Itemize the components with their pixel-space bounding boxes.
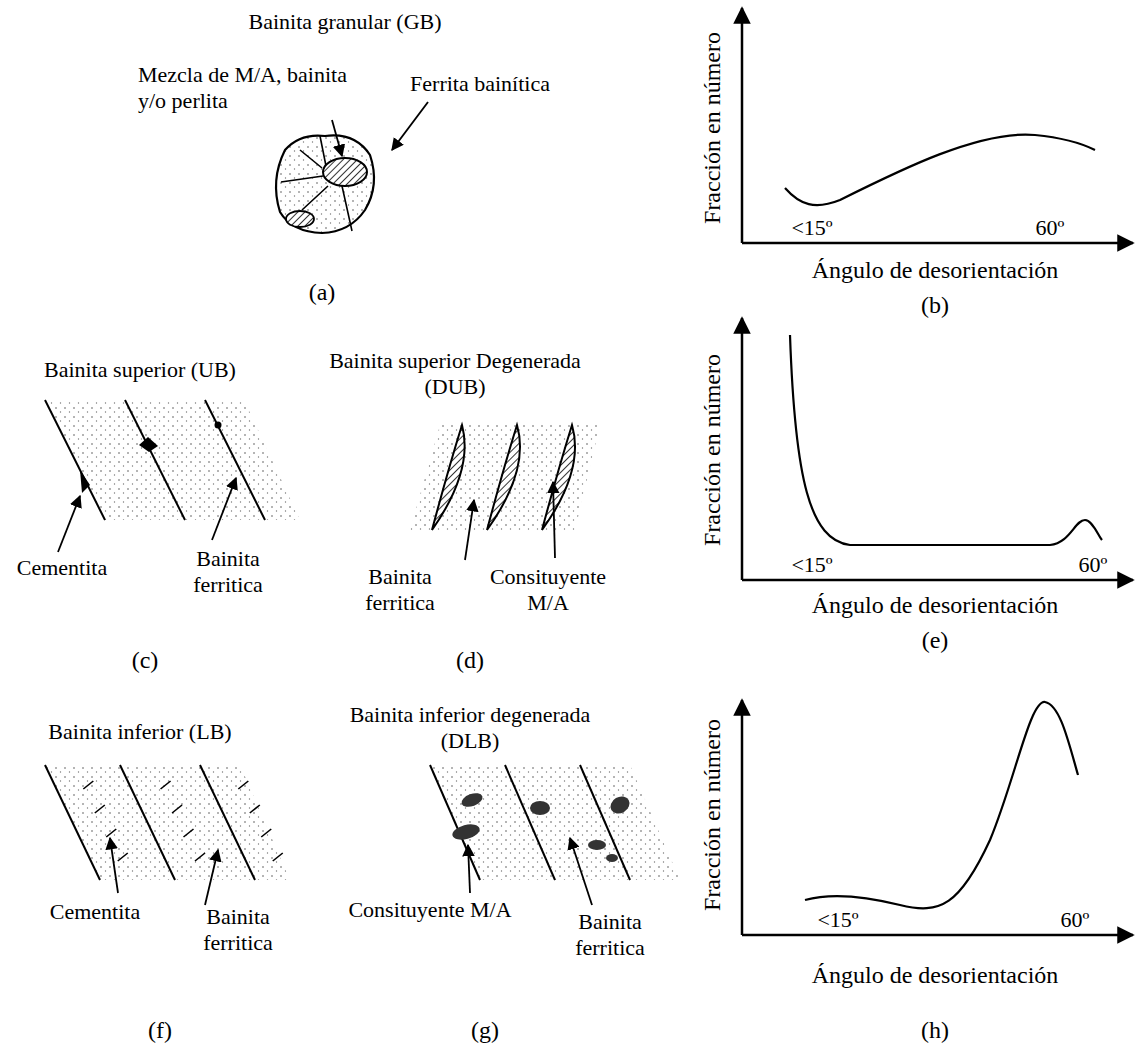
degenerate-upper-bainite [410, 425, 600, 560]
axis-title: Ángulo de desorientación [812, 961, 1059, 990]
axis-title: Fracción en número [698, 354, 727, 546]
cementite-dash [184, 829, 194, 837]
callout-label: Bainita ferritica [178, 546, 278, 599]
axis-tick: 60º [1061, 907, 1090, 933]
axis-tick: <15º [791, 215, 832, 241]
panel-title: Bainita superior Degenerada (DUB) [305, 348, 605, 401]
axis-tick: 60º [1036, 215, 1065, 241]
upper-bainite [45, 400, 300, 552]
cementite-dash [273, 853, 283, 861]
cementite-dash [118, 853, 128, 861]
panel-letter: (f) [148, 1015, 172, 1044]
distribution-curve [785, 135, 1102, 909]
axis-tick: <15º [791, 552, 832, 578]
callout-label: Bainita ferritica [350, 564, 450, 617]
granular-grain [276, 102, 428, 233]
cementite-dash [95, 805, 105, 813]
axis-title: Ángulo de desorientación [812, 256, 1059, 285]
callout-label: Cementita [17, 555, 107, 581]
panel-letter: (c) [132, 646, 159, 675]
axis-tick: <15º [817, 907, 858, 933]
cementite-dash [238, 781, 248, 789]
cementite-dash [172, 805, 182, 813]
axis-title: Fracción en número [698, 32, 727, 224]
chart-axes [742, 8, 1133, 935]
panel-letter: (a) [309, 278, 336, 307]
axis-title: Fracción en número [698, 719, 727, 911]
callout-label: Consituyente M/A [348, 897, 511, 923]
panel-letter: (e) [922, 626, 949, 655]
callout-label: Mezcla de M/A, bainita y/o perlita [138, 62, 378, 115]
callout-label: Cementita [50, 899, 140, 925]
cementite-dash [261, 829, 271, 837]
cementite-dash [161, 781, 171, 789]
cementite-dash [195, 853, 205, 861]
callout-label: Bainita ferritica [560, 909, 660, 962]
cementite-dash [83, 781, 93, 789]
panel-title: Bainita inferior (LB) [48, 719, 231, 745]
cementite-dash [106, 829, 116, 837]
axis-title: Ángulo de desorientación [812, 591, 1059, 620]
lower-bainite [45, 765, 290, 905]
degenerate-lower-bainite [430, 765, 680, 905]
panel-letter: (b) [921, 291, 949, 320]
panel-title: Bainita granular (GB) [248, 9, 441, 35]
panel-letter: (g) [471, 1015, 499, 1044]
cementite-dash [250, 805, 260, 813]
panel-letter: (d) [456, 646, 484, 675]
callout-label: Consituyente M/A [483, 564, 613, 617]
panel-title: Bainita inferior degenerada (DLB) [320, 702, 620, 755]
callout-label: Ferrita bainítica [410, 71, 550, 97]
panel-letter: (h) [921, 1015, 949, 1044]
axis-tick: 60º [1079, 552, 1108, 578]
callout-label: Bainita ferritica [188, 904, 288, 957]
panel-title: Bainita superior (UB) [44, 357, 236, 383]
